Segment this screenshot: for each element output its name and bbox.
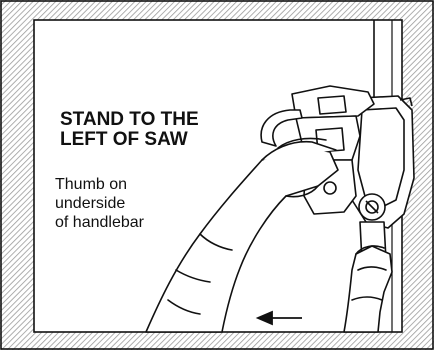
note-line-3: of handlebar xyxy=(55,213,195,232)
note-line-2: underside xyxy=(55,194,195,213)
grip-note: Thumb on underside of handlebar xyxy=(55,175,195,232)
left-arm-drawing xyxy=(146,138,338,332)
heading-line-2: LEFT OF SAW xyxy=(60,130,260,150)
heading-line-1: STAND TO THE xyxy=(60,110,260,130)
note-line-1: Thumb on xyxy=(55,175,195,194)
right-arm-drawing xyxy=(344,246,392,332)
stand-left-direction-arrow xyxy=(258,312,302,324)
instruction-heading: STAND TO THE LEFT OF SAW xyxy=(60,110,260,150)
